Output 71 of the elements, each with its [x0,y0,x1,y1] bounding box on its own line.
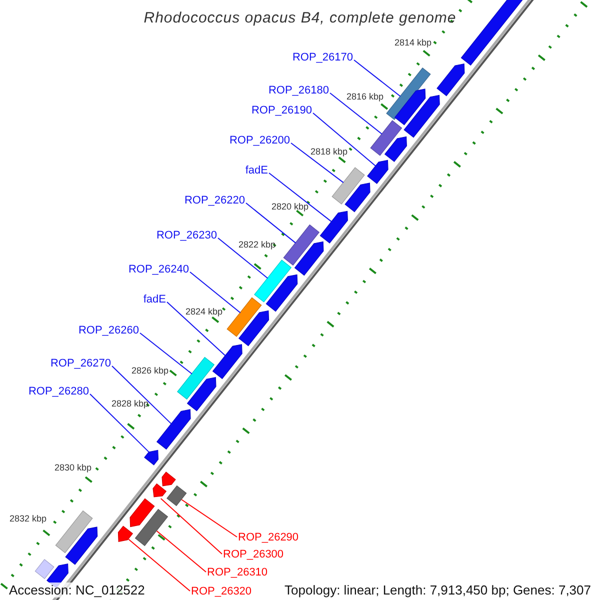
accession-text: Accession: NC_012522 [9,582,145,598]
scale-label: 2820 kbp [271,202,309,212]
genome-summary: Topology: linear; Length: 7,913,450 bp; Genes: 7,307 [284,582,591,598]
gene-label: ROP_26320 [191,586,252,598]
leader-line [166,302,226,356]
gene-label: ROP_26290 [238,532,299,544]
gene-feature [344,182,370,212]
scale-label: 2818 kbp [310,148,348,156]
gene-feature [404,94,440,138]
gene-label: ROP_26310 [207,568,268,578]
gene-label: ROP_26260 [78,326,139,336]
leader-line [90,394,150,453]
gene-feature [384,136,407,162]
gene-feature [367,160,388,184]
gene-label: ROP_26240 [128,264,189,276]
gene-feature [162,472,176,486]
gene-feature [394,88,426,126]
gene-block [134,508,168,546]
leader-line [156,530,206,572]
gene-label: ROP_26170 [292,52,353,64]
gene-feature [320,210,348,244]
gene-feature [436,64,465,96]
gene-feature [152,483,167,498]
gene-block [254,260,292,302]
gene-label: ROP_26200 [229,136,290,146]
leader-line [112,366,172,424]
gene-block [226,297,262,337]
gene-block [166,485,187,506]
gene-label: ROP_26280 [28,386,89,398]
gene-feature [65,526,98,565]
gene-label: fadE [245,166,268,176]
scale-label: 2824 kbp [185,308,223,316]
scale-label: 2816 kbp [346,92,384,102]
gene-label: ROP_26300 [223,550,284,560]
gene-label: ROP_26230 [156,230,217,242]
gene-block [386,68,431,120]
scale-label: 2826 kbp [131,366,169,376]
gene-feature [212,344,242,380]
leader-line [268,172,332,222]
gene-feature [266,274,298,312]
leader-line [128,538,190,592]
scale-label: 2814 kbp [394,38,432,48]
scale-label: 2828 kbp [111,400,149,408]
leader-line [312,112,376,166]
gene-block [283,224,320,266]
leader-line [330,92,382,134]
gene-block [55,510,93,554]
gene-feature [294,241,324,276]
scale-label: 2832 kbp [9,514,47,524]
leader-line [181,499,238,538]
leader-line [190,272,241,314]
gene-block [177,356,215,400]
scale-label: 2830 kbp [54,464,92,472]
gene-block [34,559,54,580]
gene-feature [156,409,191,450]
gene-label: ROP_26190 [251,106,312,116]
gene-label: ROP_26270 [50,358,111,370]
gene-feature [130,498,155,528]
leader-line [354,60,401,97]
gene-block [370,120,402,156]
gene-label: fadE [143,294,166,306]
leader-line [218,238,268,279]
gene-feature [186,376,216,412]
gene-feature [238,310,270,346]
gene-feature [144,450,158,466]
gene-label: ROP_26220 [184,196,245,206]
gene-block [332,167,365,204]
scale-label: 2822 kbp [238,240,276,250]
map-title: Rhodococcus opacus B4, complete genome [144,10,456,26]
leader-line [160,498,222,554]
gene-label: ROP_26180 [268,86,329,96]
